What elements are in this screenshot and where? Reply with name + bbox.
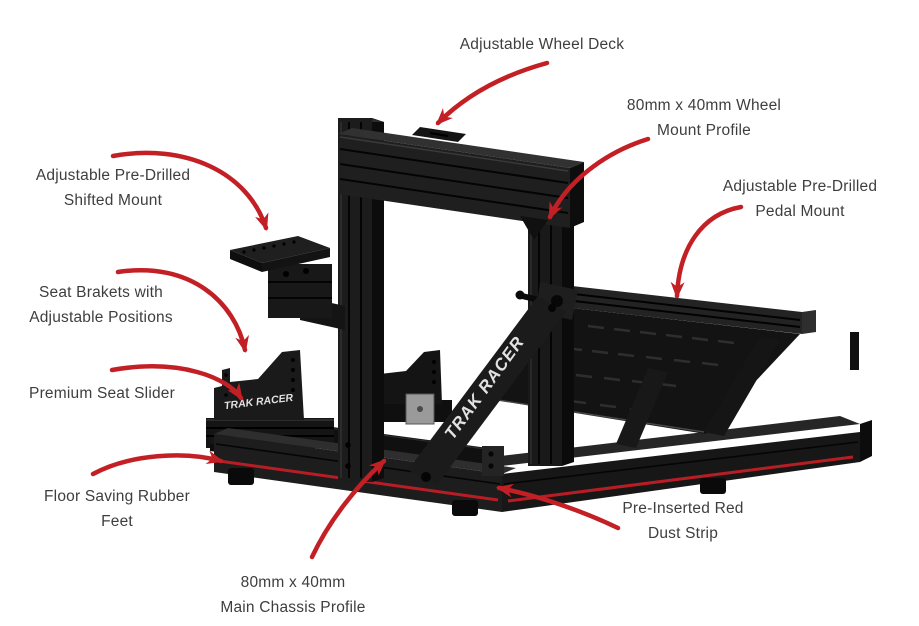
- label-line: Adjustable Pre-Drilled: [722, 178, 878, 195]
- label-seat-slider: Premium Seat Slider: [2, 381, 202, 406]
- annotation-arrows: [90, 60, 744, 560]
- rubber-feet-arrow: [90, 450, 224, 477]
- pedal-mount-arrow: [670, 204, 744, 299]
- label-line: Feet: [101, 513, 133, 530]
- rubber-foot: [228, 468, 254, 485]
- label-line: Main Chassis Profile: [220, 599, 366, 616]
- far-seat-bracket: [366, 350, 442, 404]
- wheel-deck-beam: [338, 127, 584, 240]
- base-right-rail: [484, 416, 872, 512]
- red-dust-strip-right: [507, 455, 854, 503]
- label-chassis-profile: 80mm x 40mm Main Chassis Profile: [193, 570, 393, 620]
- label-line: 80mm x 40mm: [240, 574, 346, 591]
- dust-strip-arrow: [496, 483, 621, 531]
- label-shifted-mount: Adjustable Pre-Drilled Shifted Mount: [8, 163, 218, 213]
- label-line: Seat Brakets with: [38, 284, 163, 301]
- label-line: Pedal Mount: [755, 203, 845, 220]
- label-adjustable-wheel-deck: Adjustable Wheel Deck: [412, 32, 672, 57]
- label-line: Adjustable Wheel Deck: [459, 36, 625, 53]
- label-pedal-mount: Adjustable Pre-Drilled Pedal Mount: [690, 174, 910, 224]
- wheel-deck-arrow: [435, 60, 550, 126]
- label-line: Adjustable Positions: [29, 309, 173, 326]
- label-wheel-mount-profile: 80mm x 40mm Wheel Mount Profile: [584, 93, 824, 143]
- label-line: Mount Profile: [657, 122, 751, 139]
- seat-slider-arrow: [109, 364, 244, 401]
- chassis-profile-arrow: [309, 458, 387, 560]
- wheel-mount-profile-arrow: [547, 136, 651, 220]
- label-rubber-feet: Floor Saving Rubber Feet: [17, 484, 217, 534]
- label-line: Dust Strip: [647, 525, 719, 542]
- label-line: Floor Saving Rubber: [44, 488, 190, 505]
- label-dust-strip: Pre-Inserted Red Dust Strip: [583, 496, 783, 546]
- rig-frame: TRAK RACER: [206, 118, 872, 516]
- shifted-mount-arrow: [110, 150, 269, 231]
- rubber-foot: [700, 478, 726, 494]
- label-seat-brackets: Seat Brakets with Adjustable Positions: [0, 280, 202, 330]
- rubber-foot: [452, 500, 478, 516]
- shifter-mount: [230, 236, 345, 330]
- label-line: Shifted Mount: [63, 192, 163, 209]
- label-line: Pre-Inserted Red: [622, 500, 744, 517]
- label-line: Premium Seat Slider: [29, 385, 175, 402]
- label-line: Adjustable Pre-Drilled: [35, 167, 191, 184]
- seat-brackets-arrow: [115, 268, 249, 353]
- chassis-joint-plate: [482, 446, 504, 476]
- label-line: 80mm x 40mm Wheel: [626, 97, 782, 114]
